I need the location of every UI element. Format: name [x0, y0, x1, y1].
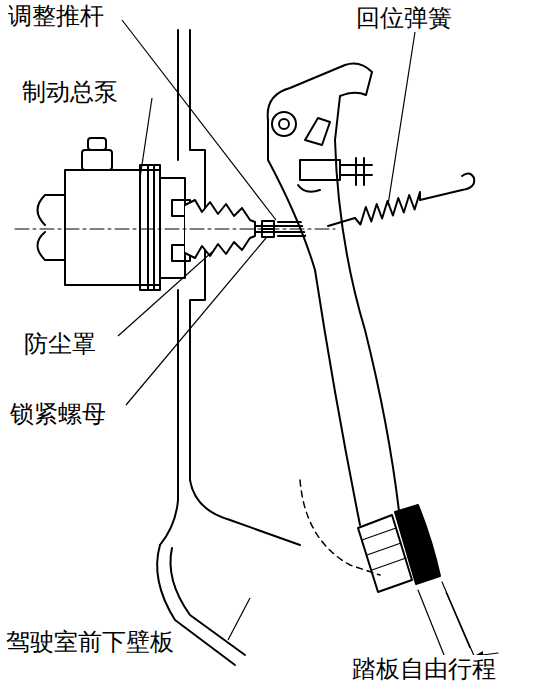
- part-label: 踏板自由行程: [350, 655, 498, 683]
- part-label: 锁紧螺母: [8, 400, 108, 428]
- part-label: 驾驶室前下壁板: [4, 628, 176, 656]
- part-label: 防尘罩: [22, 330, 98, 358]
- part-label: 制动总泵: [20, 78, 120, 106]
- spring-coil: [355, 192, 420, 225]
- part-label: 回位弹簧: [354, 4, 454, 32]
- part-label: 调整推杆: [6, 2, 106, 30]
